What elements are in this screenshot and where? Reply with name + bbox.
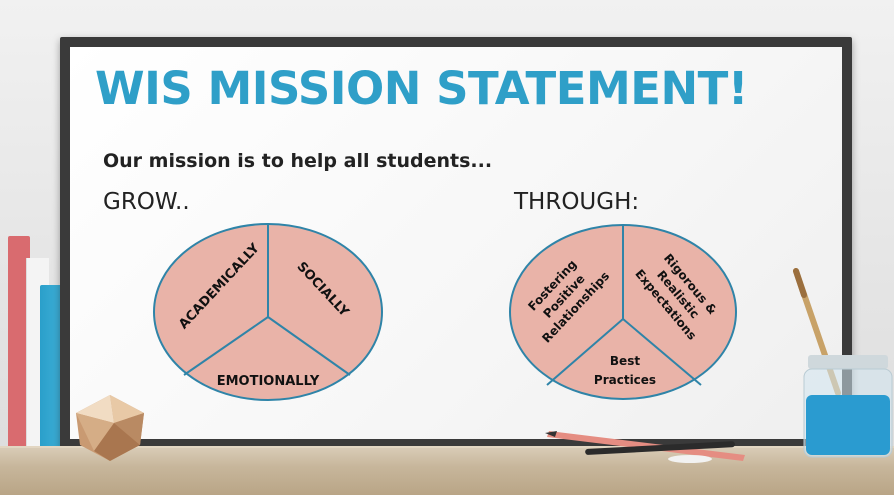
through-circle-diagram: Fostering Positive Relationships Rigorou…: [509, 224, 737, 400]
grow-heading: GROW..: [103, 189, 190, 215]
through-divider-left: [546, 318, 624, 386]
grow-circle-diagram: ACADEMICALLY SOCIALLY EMOTIONALLY: [153, 223, 383, 401]
grow-divider-right: [267, 316, 351, 376]
mission-subtitle: Our mission is to help all students...: [103, 150, 493, 172]
through-bottom-line1: Best: [610, 354, 640, 368]
through-heading: THROUGH:: [514, 189, 640, 215]
through-bottom-line2: Practices: [594, 373, 656, 387]
grow-divider-left: [183, 316, 269, 376]
grow-wedge-emotionally: EMOTIONALLY: [217, 374, 320, 389]
pencils-decoration: [545, 431, 745, 463]
wooden-shelf: [0, 446, 894, 495]
through-divider-right: [622, 318, 702, 386]
paint-jar-decoration: [793, 268, 893, 458]
wooden-polyhedron-decoration: [76, 395, 144, 461]
book-red: [8, 236, 30, 450]
page-title: WIS MISSION STATEMENT!: [95, 62, 748, 115]
